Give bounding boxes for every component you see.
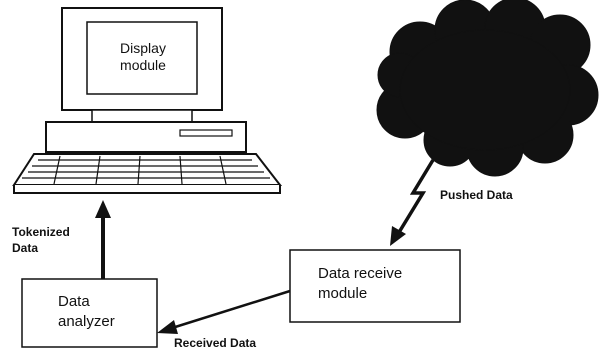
computer-icon	[12, 7, 283, 194]
display-module-label: Display module	[117, 40, 169, 74]
data-receive-module-box	[289, 249, 461, 323]
tokenized-data-line2: Data	[12, 241, 39, 256]
pushed-data-arrowhead	[390, 226, 406, 246]
data-receive-module-line2: module	[318, 285, 368, 303]
received-data-arrow	[171, 289, 291, 330]
data-receive-module-line1: Data receive	[318, 265, 403, 282]
data-receive-module-label: Data receive module	[318, 264, 402, 305]
pushed-data-label: Pushed Data	[440, 188, 513, 202]
cloud-icon	[376, 0, 599, 177]
tokenized-data-label: Tokenized Data	[12, 224, 70, 256]
pushed-data-arrow	[396, 159, 435, 235]
data-analyzer-box	[21, 278, 158, 348]
data-analyzer-label: Data analyzer	[58, 292, 115, 333]
tokenized-data-line1: Tokenized	[12, 225, 70, 239]
tokenized-data-arrowhead	[95, 200, 111, 218]
data-analyzer-line2: analyzer	[58, 313, 115, 331]
display-module-line1: Display	[120, 40, 166, 56]
data-analyzer-line1: Data	[58, 293, 90, 310]
display-module-line2: module	[120, 56, 166, 73]
received-data-arrowhead	[157, 320, 178, 334]
received-data-label: Received Data	[174, 336, 257, 350]
